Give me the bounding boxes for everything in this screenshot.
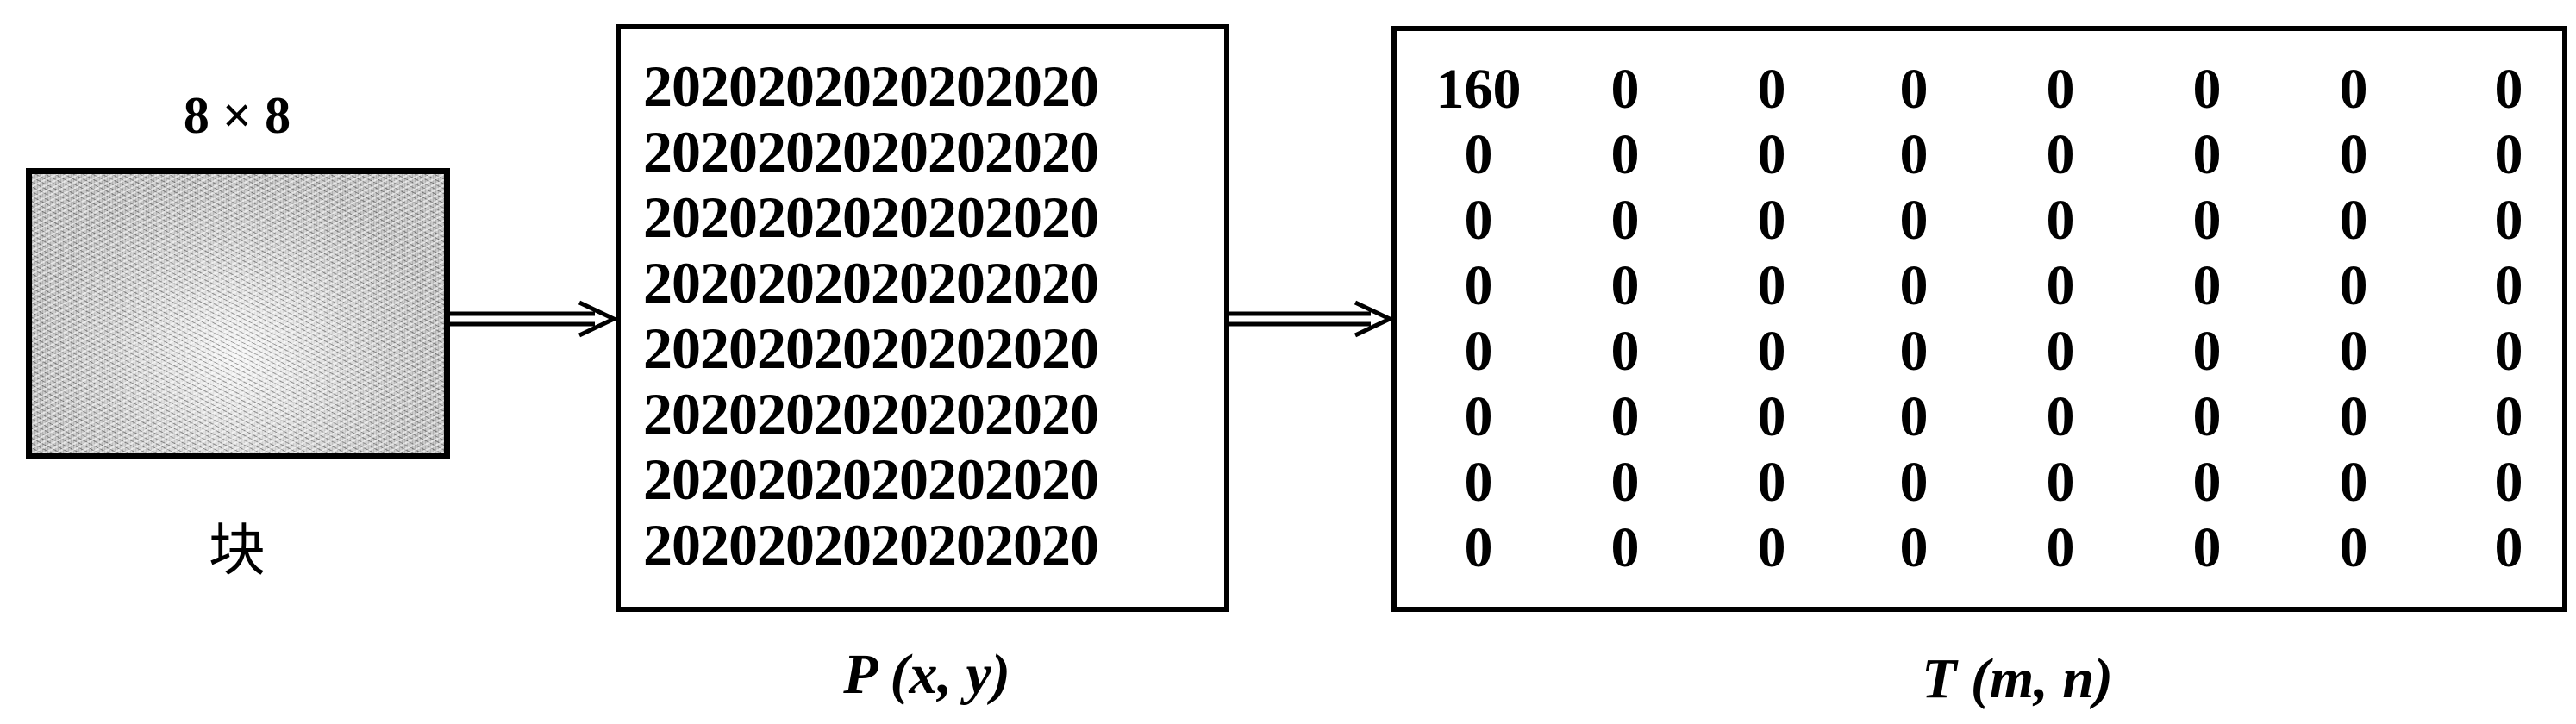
transform-cell: 0 [2192,189,2222,252]
transform-cell: 0 [2494,58,2523,121]
transform-cell: 0 [1757,385,1786,448]
transform-cell: 0 [2192,451,2222,514]
transform-cell: 0 [1757,58,1786,121]
pixel-row: 2020202020202020 [643,250,1099,315]
transform-cell: 0 [2046,189,2075,252]
transform-cell: 0 [1899,320,1929,383]
transform-row: 0 0 0 0 0 0 0 0 [1397,253,2562,319]
pixel-matrix-box: 2020202020202020 2020202020202020 202020… [616,24,1229,612]
pixel-row: 2020202020202020 [643,315,1099,381]
pixel-row: 2020202020202020 [643,119,1099,184]
transform-cell: 0 [2494,320,2523,383]
transform-cell: 0 [2494,189,2523,252]
image-block [26,168,450,459]
transform-cell: 0 [2339,385,2368,448]
transform-cell: 0 [2494,451,2523,514]
pixel-row: 2020202020202020 [643,446,1099,512]
transform-cell: 0 [2339,320,2368,383]
transform-cell: 0 [1464,320,1493,383]
transform-row: 0 0 0 0 0 0 0 0 [1397,188,2562,253]
transform-cell: 0 [1899,451,1929,514]
transform-cell: 0 [1899,254,1929,317]
transform-cell: 0 [2046,320,2075,383]
block-caption: 块 [209,517,266,584]
transform-cell: 0 [1610,189,1640,252]
pixel-matrix-rows: 2020202020202020 2020202020202020 202020… [643,53,1099,577]
arrow-pixels-to-transform [1229,300,1395,338]
arrow-block-to-pixels [450,300,619,338]
transform-matrix-caption: T (m, n) [1922,647,2113,710]
transform-cell: 0 [2192,123,2222,186]
transform-cell: 0 [1464,516,1493,579]
transform-cell: 0 [1610,516,1640,579]
transform-cell: 0 [2339,123,2368,186]
transform-cell: 0 [2046,123,2075,186]
transform-cell: 0 [2192,516,2222,579]
transform-cell: 0 [2339,189,2368,252]
transform-cell: 0 [1464,451,1493,514]
transform-cell: 0 [1610,320,1640,383]
transform-row: 0 0 0 0 0 0 0 0 [1397,319,2562,384]
transform-cell: 0 [1610,385,1640,448]
transform-cell: 0 [2192,385,2222,448]
transform-cell: 0 [1899,516,1929,579]
transform-cell: 0 [1464,189,1493,252]
transform-cell: 0 [1757,516,1786,579]
transform-cell: 0 [1757,320,1786,383]
pixel-row: 2020202020202020 [643,381,1099,446]
transform-cell: 0 [2046,385,2075,448]
transform-cell: 0 [1899,189,1929,252]
transform-cell: 0 [2046,451,2075,514]
transform-cell: 0 [2339,254,2368,317]
transform-cell: 0 [1464,385,1493,448]
transform-cell: 0 [1610,254,1640,317]
transform-cell: 0 [2046,58,2075,121]
transform-cell: 0 [1464,254,1493,317]
transform-cell: 0 [2494,516,2523,579]
pixel-matrix-caption: P (x, y) [843,643,1010,706]
transform-cell: 0 [1757,189,1786,252]
transform-row: 160 0 0 0 0 0 0 0 [1397,57,2562,122]
transform-cell: 0 [2494,385,2523,448]
transform-cell: 0 [2192,58,2222,121]
transform-cell: 0 [2192,320,2222,383]
transform-cell: 0 [1610,123,1640,186]
transform-cell: 0 [2339,451,2368,514]
transform-cell: 0 [1610,451,1640,514]
transform-row: 0 0 0 0 0 0 0 0 [1397,122,2562,188]
transform-cell: 0 [2046,516,2075,579]
transform-row: 0 0 0 0 0 0 0 0 [1397,384,2562,450]
transform-cell: 0 [1464,123,1493,186]
transform-cell: 0 [2494,123,2523,186]
transform-cell: 0 [1899,58,1929,121]
pixel-row: 2020202020202020 [643,512,1099,577]
pixel-row: 2020202020202020 [643,184,1099,250]
transform-cell: 0 [2494,254,2523,317]
transform-cell: 0 [2192,254,2222,317]
transform-cell: 0 [1757,451,1786,514]
transform-cell: 0 [2339,58,2368,121]
block-size-label: 8 × 8 [183,87,291,144]
transform-cell: 160 [1435,58,1522,121]
transform-cell: 0 [1757,123,1786,186]
transform-cell: 0 [1899,123,1929,186]
transform-row: 0 0 0 0 0 0 0 0 [1397,450,2562,515]
transform-cell: 0 [1899,385,1929,448]
transform-cell: 0 [1610,58,1640,121]
transform-cell: 0 [2046,254,2075,317]
transform-cell: 0 [2339,516,2368,579]
pixel-row: 2020202020202020 [643,53,1099,119]
transform-row: 0 0 0 0 0 0 0 0 [1397,515,2562,581]
transform-cell: 0 [1757,254,1786,317]
